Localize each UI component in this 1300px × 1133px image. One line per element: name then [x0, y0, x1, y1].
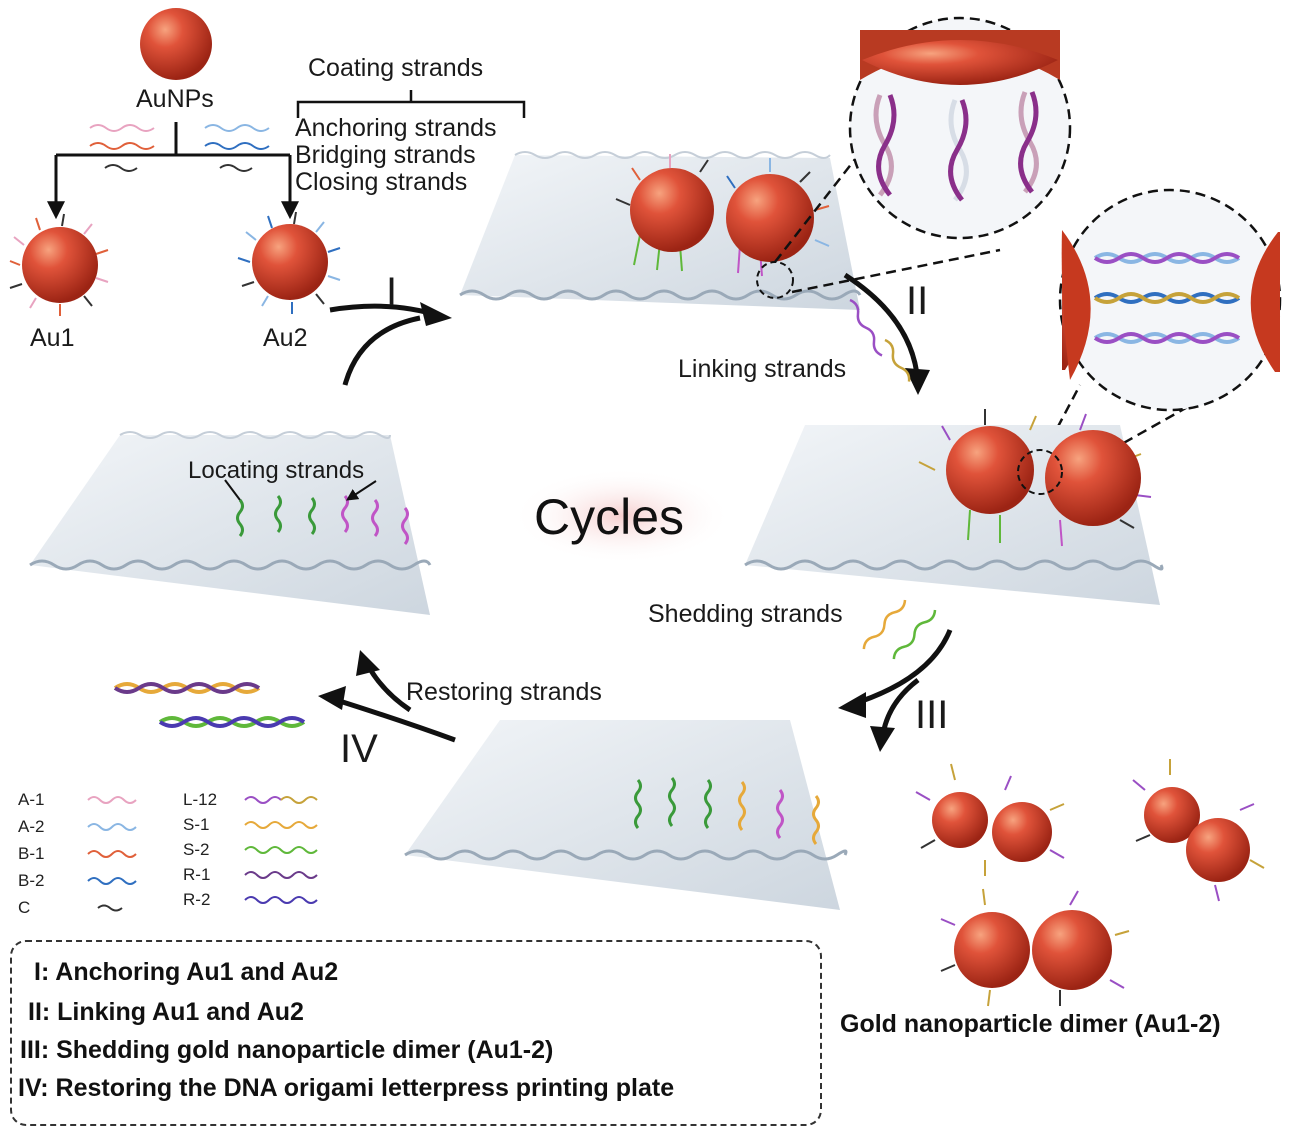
legend-item: A-2 [18, 817, 137, 836]
legend-item: S-1 [183, 815, 318, 834]
legend-item: B-2 [18, 871, 137, 890]
split-arrows [47, 122, 299, 220]
locating-strands-label: Locating strands [188, 457, 364, 484]
legend-item: B-1 [18, 844, 137, 863]
plate-restoring [404, 720, 848, 910]
legend-item: S-2 [183, 840, 318, 859]
anchoring-strands-label: Anchoring strands [295, 114, 497, 142]
aunps-label: AuNPs [136, 85, 214, 113]
aunp-particle [140, 8, 212, 80]
plate-anchored [459, 151, 862, 310]
step-iii-numeral: III [915, 693, 948, 737]
restoring-strands-label: Restoring strands [406, 678, 602, 706]
zoom-linking [1033, 188, 1282, 492]
strand-legend: A-1 A-2 B-1 B-2 C L-12 S-1 S-2 [18, 790, 318, 917]
dimer-1 [915, 763, 1065, 876]
legend-item: L-12 [183, 790, 318, 809]
closing-strands-label: Closing strands [295, 168, 467, 196]
legend-code: S-1 [183, 815, 209, 834]
linking-strands-label: Linking strands [678, 355, 846, 383]
plate-linked [744, 409, 1164, 605]
legend-item: R-2 [183, 890, 318, 909]
cycles-label: Cycles [534, 489, 684, 545]
legend-item: R-1 [183, 865, 318, 884]
step-i-arrow: I [329, 270, 452, 386]
au1-particle: Au1 [9, 213, 109, 352]
step-summary: II: Linking Au1 and Au2 [28, 998, 304, 1026]
au2-particle: Au2 [237, 211, 341, 352]
plate-locating: Locating strands [29, 431, 432, 615]
legend-code: B-1 [18, 844, 44, 863]
legend-code: A-2 [18, 817, 44, 836]
step-summary: IV: Restoring the DNA origami letterpres… [18, 1074, 675, 1102]
au2-label: Au2 [263, 324, 307, 352]
legend-code: L-12 [183, 790, 217, 809]
au2-strand-set [204, 124, 270, 172]
step-iv-numeral: IV [340, 727, 378, 771]
dimer-3 [940, 888, 1130, 1007]
steps-summary-box: I: Anchoring Au1 and Au2 II: Linking Au1… [10, 940, 822, 1126]
au1-label: Au1 [30, 324, 74, 352]
legend-item: C [18, 898, 123, 917]
coating-strands-bracket: Coating strands Anchoring strands Bridgi… [295, 54, 526, 196]
coating-strands-label: Coating strands [308, 54, 483, 82]
dimer-2 [1132, 759, 1265, 902]
legend-code: B-2 [18, 871, 44, 890]
step-summary: I: Anchoring Au1 and Au2 [34, 958, 339, 986]
zoom-anchoring [774, 16, 1072, 294]
legend-code: A-1 [18, 790, 44, 809]
step-ii-numeral: II [906, 279, 928, 323]
step-i-numeral: I [386, 270, 397, 314]
cycles-center: Cycles [512, 468, 732, 564]
legend-code: R-1 [183, 865, 210, 884]
step-iv-arrow: IV Restoring strands [113, 650, 602, 771]
released-dimers [915, 759, 1265, 1007]
legend-code: C [18, 898, 30, 917]
aunp-source: AuNPs [136, 8, 214, 113]
au1-strand-set [89, 124, 155, 172]
bridging-strands-label: Bridging strands [295, 141, 476, 169]
legend-code: S-2 [183, 840, 209, 859]
step-iii-arrow: III Shedding strands [648, 599, 953, 752]
legend-code: R-2 [183, 890, 210, 909]
legend-item: A-1 [18, 790, 137, 809]
step-summary: III: Shedding gold nanoparticle dimer (A… [20, 1036, 554, 1064]
step-ii-arrow: II Linking strands [678, 272, 930, 395]
shedding-strands-label: Shedding strands [648, 600, 843, 628]
dimer-caption: Gold nanoparticle dimer (Au1-2) [840, 1010, 1221, 1038]
